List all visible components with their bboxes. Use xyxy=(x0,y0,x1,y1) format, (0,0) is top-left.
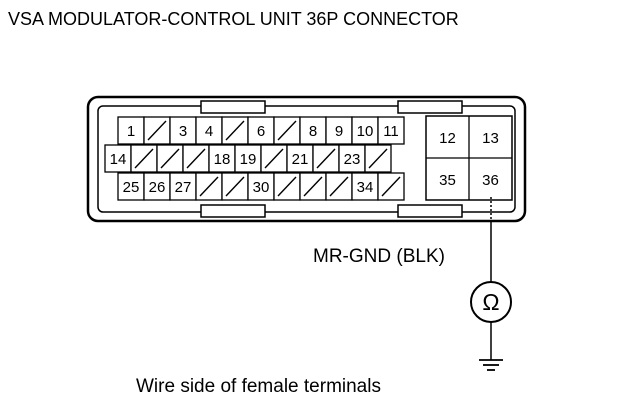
terminal-number: 4 xyxy=(205,123,213,140)
unused-terminal-slash xyxy=(134,148,154,169)
unused-terminal-slash xyxy=(160,148,180,169)
bottom-latch-right xyxy=(397,204,463,218)
terminal-18: 18 xyxy=(208,144,236,173)
terminal-11: 11 xyxy=(377,116,405,145)
unused-terminal-slash xyxy=(316,148,336,169)
terminal-empty xyxy=(130,144,158,173)
terminal-number: 23 xyxy=(344,151,361,168)
unused-terminal-slash xyxy=(225,120,245,141)
top-latch-right xyxy=(397,100,463,114)
terminal-number: 11 xyxy=(383,123,399,140)
terminal-19: 19 xyxy=(234,144,262,173)
footer-caption: Wire side of female terminals xyxy=(136,376,381,397)
terminal-30: 30 xyxy=(247,172,275,201)
terminal-10: 10 xyxy=(351,116,379,145)
terminal-empty xyxy=(182,144,210,173)
terminal-8: 8 xyxy=(299,116,327,145)
terminal-number: 1 xyxy=(127,123,135,140)
unused-terminal-slash xyxy=(225,176,245,197)
terminal-4: 4 xyxy=(195,116,223,145)
terminal-number: 6 xyxy=(257,123,265,140)
terminal-6: 6 xyxy=(247,116,275,145)
top-latch-left xyxy=(200,100,266,114)
terminal-number: 10 xyxy=(357,123,374,140)
ohmmeter-symbol: Ω xyxy=(482,289,499,315)
terminal-number: 21 xyxy=(292,151,309,168)
terminal-number: 18 xyxy=(214,151,231,168)
terminal-number: 26 xyxy=(149,179,166,196)
unused-terminal-slash xyxy=(186,148,206,169)
terminal-number: 8 xyxy=(309,123,317,140)
terminal-13: 13 xyxy=(482,130,499,147)
wire-label: MR-GND (BLK) xyxy=(313,246,445,267)
terminal-3: 3 xyxy=(169,116,197,145)
terminal-number: 34 xyxy=(357,179,374,196)
terminal-empty xyxy=(221,116,249,145)
terminal-empty xyxy=(364,144,392,173)
terminal-empty xyxy=(273,172,301,201)
terminal-number: 3 xyxy=(179,123,187,140)
terminal-34: 34 xyxy=(351,172,379,201)
ground-icon xyxy=(479,322,503,371)
terminal-number: 25 xyxy=(123,179,140,196)
terminal-number: 19 xyxy=(240,151,257,168)
terminal-25: 25 xyxy=(117,172,145,201)
terminal-number: 27 xyxy=(175,179,192,196)
terminal-12: 12 xyxy=(439,130,456,147)
terminal-block-right: 12 13 35 36 xyxy=(425,115,513,201)
terminal-number: 9 xyxy=(335,123,343,140)
terminal-empty xyxy=(260,144,288,173)
unused-terminal-slash xyxy=(381,176,401,197)
terminal-empty xyxy=(221,172,249,201)
terminal-empty xyxy=(312,144,340,173)
unused-terminal-slash xyxy=(368,148,388,169)
terminal-number: 30 xyxy=(253,179,270,196)
unused-terminal-slash xyxy=(264,148,284,169)
terminal-23: 23 xyxy=(338,144,366,173)
connector-inner-shell xyxy=(97,105,516,213)
terminal-empty xyxy=(299,172,327,201)
terminal-empty xyxy=(143,116,171,145)
ohmmeter-icon: Ω xyxy=(470,281,512,323)
terminal-empty xyxy=(156,144,184,173)
unused-terminal-slash xyxy=(277,120,297,141)
bottom-latch-left xyxy=(200,204,266,218)
unused-terminal-slash xyxy=(329,176,349,197)
unused-terminal-slash xyxy=(147,120,167,141)
terminal-empty xyxy=(325,172,353,201)
unused-terminal-slash xyxy=(199,176,219,197)
diagram-title: VSA MODULATOR-CONTROL UNIT 36P CONNECTOR xyxy=(8,9,459,29)
terminal-14: 14 xyxy=(104,144,132,173)
terminal-1: 1 xyxy=(117,116,145,145)
unused-terminal-slash xyxy=(277,176,297,197)
unused-terminal-slash xyxy=(303,176,323,197)
terminal-26: 26 xyxy=(143,172,171,201)
terminal-number: 14 xyxy=(110,151,127,168)
terminal-21: 21 xyxy=(286,144,314,173)
terminal-empty xyxy=(195,172,223,201)
terminal-35: 35 xyxy=(439,172,456,189)
terminal-36: 36 xyxy=(482,172,499,189)
terminal-empty xyxy=(273,116,301,145)
terminal-27: 27 xyxy=(169,172,197,201)
terminal-9: 9 xyxy=(325,116,353,145)
terminal-empty xyxy=(377,172,405,201)
